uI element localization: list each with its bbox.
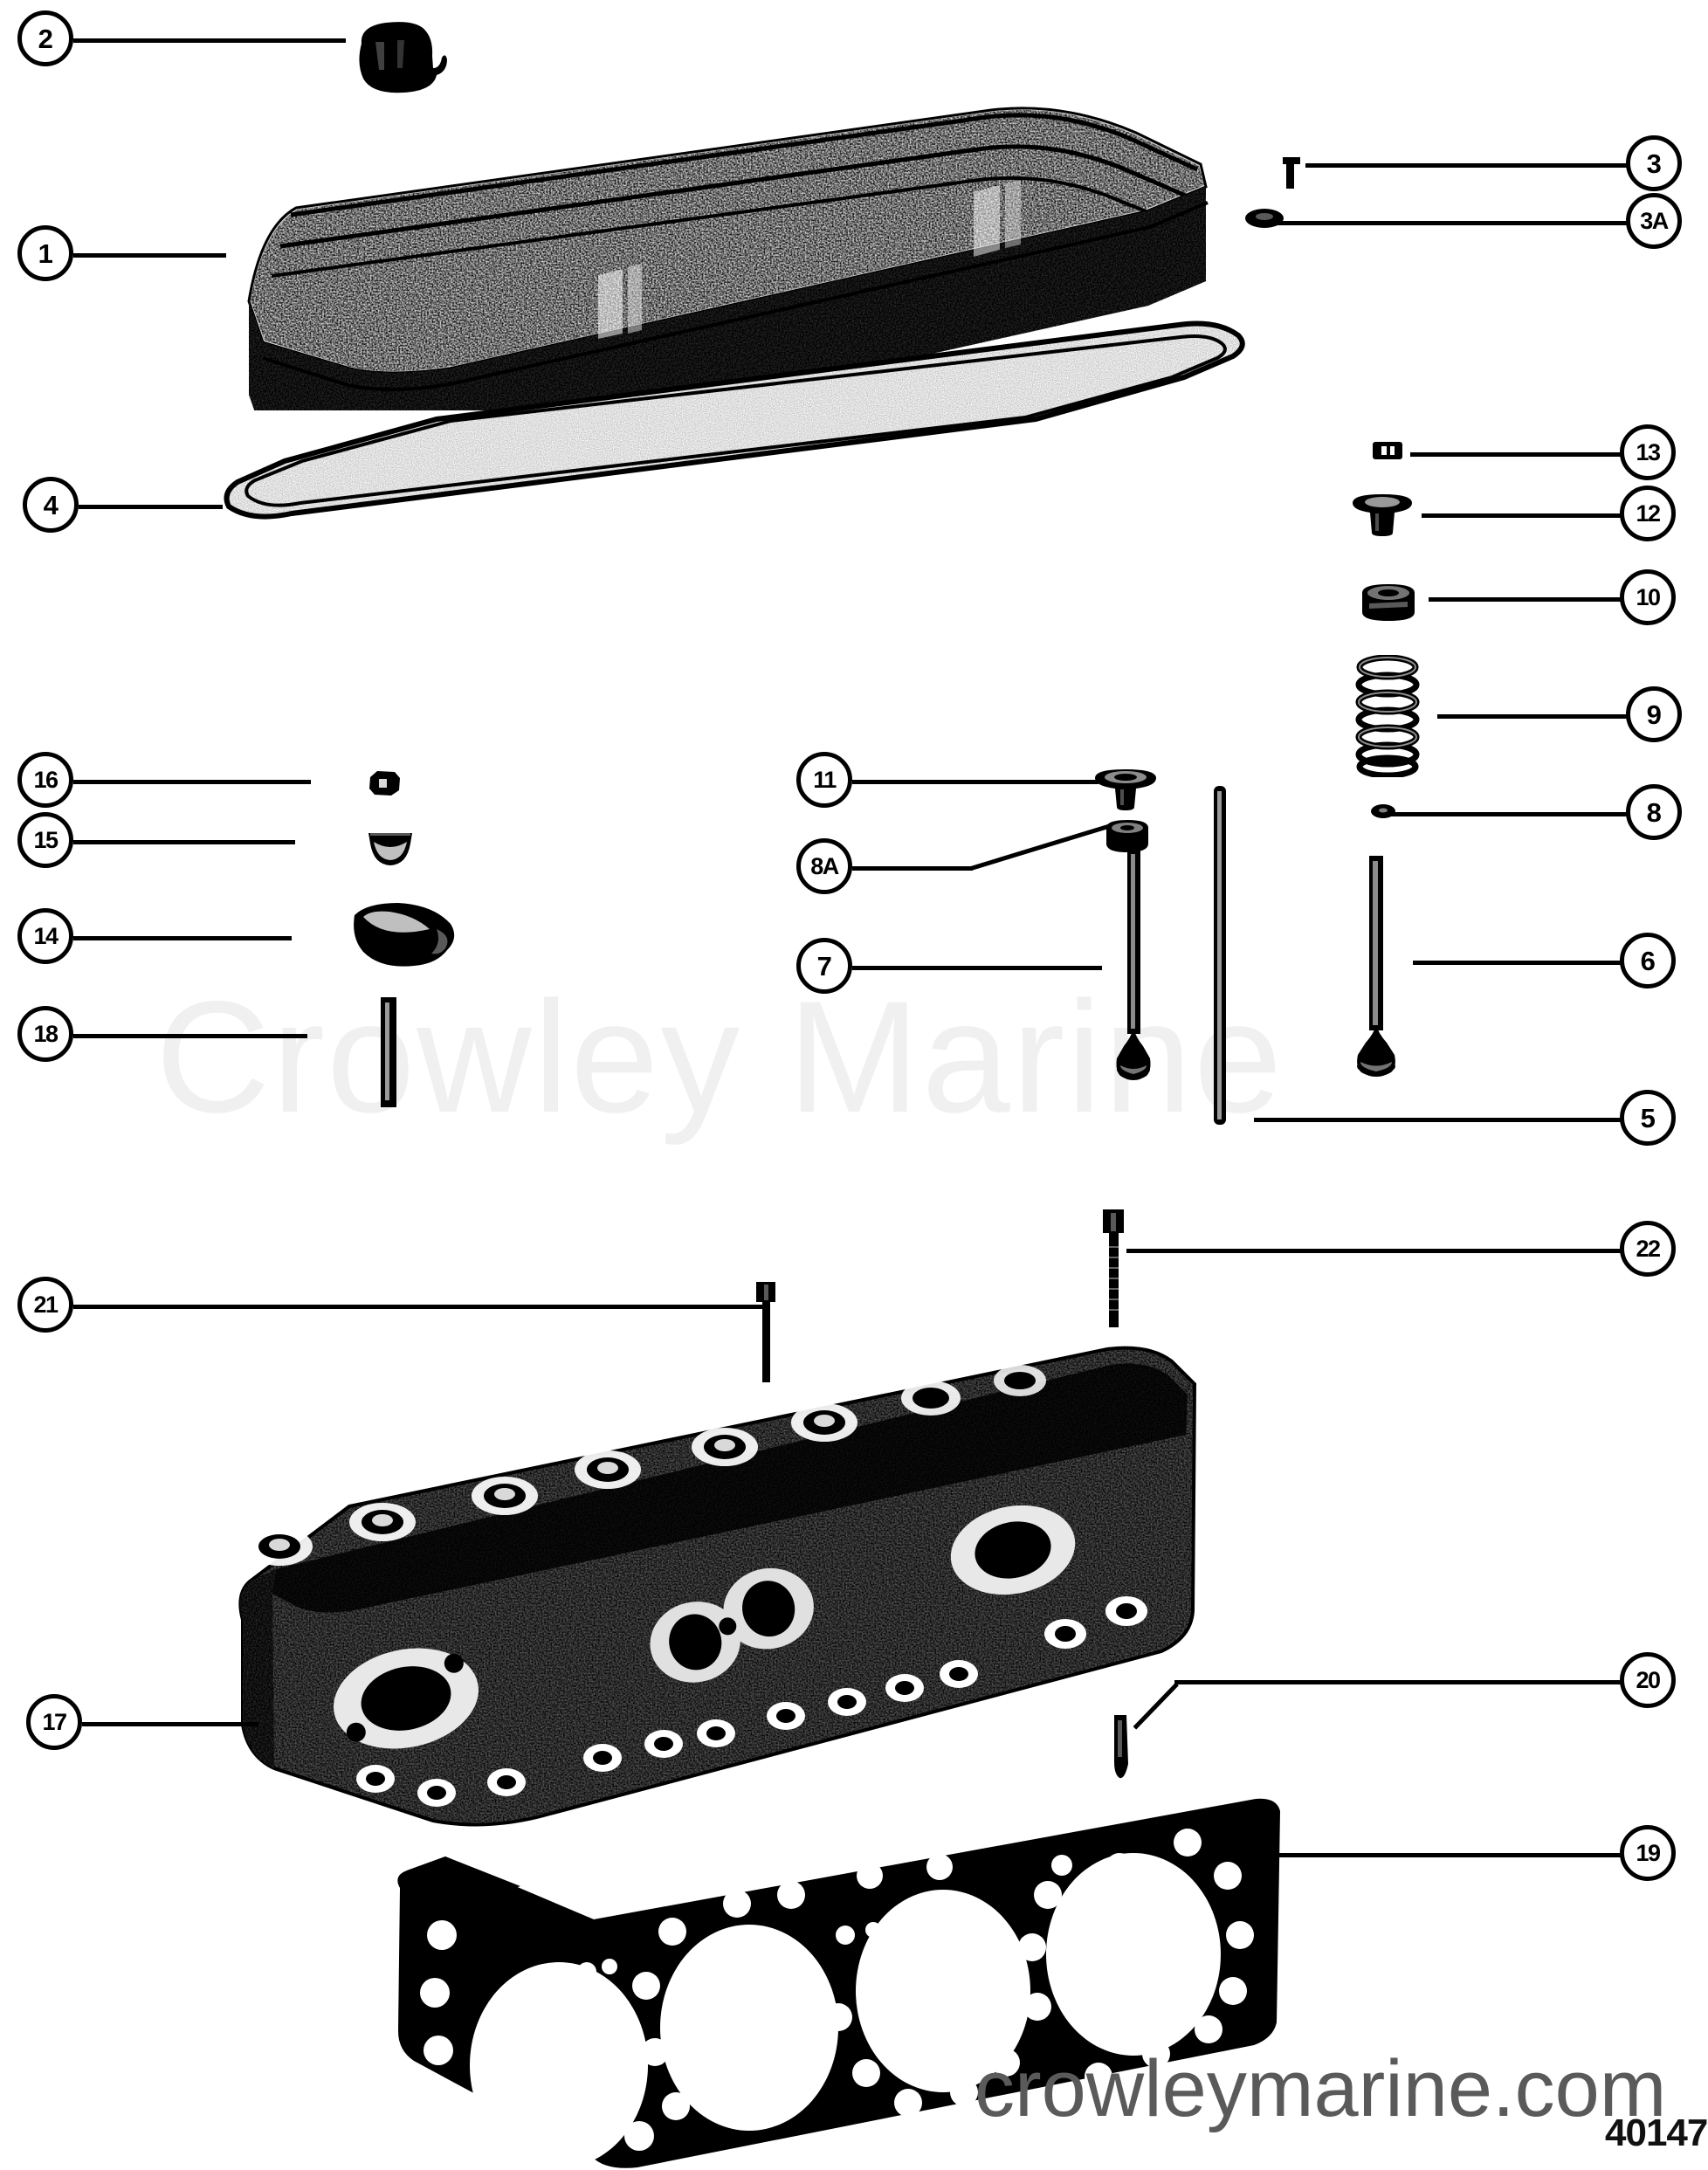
callout-4[interactable]: 4 [23, 477, 79, 533]
leader-line-9 [1437, 714, 1629, 719]
leader-line-17 [82, 1722, 258, 1726]
leader-line-11 [852, 780, 1098, 784]
callout-6[interactable]: 6 [1620, 933, 1676, 989]
part-push-rod [1210, 786, 1229, 1126]
part-oil-fill-cap [349, 17, 450, 96]
part-valve-cover-grommet [1243, 206, 1292, 232]
callout-5[interactable]: 5 [1620, 1090, 1676, 1146]
part-valve-cover [188, 96, 1218, 410]
leader-line-8 [1391, 812, 1630, 816]
part-rocker-arm-nut [367, 768, 403, 798]
leader-line-19 [1253, 1853, 1623, 1857]
callout-7[interactable]: 7 [796, 938, 852, 994]
part-intake-valve [1113, 849, 1154, 1093]
part-valve-stem-seal-cap [1359, 581, 1418, 624]
part-valve-keeper [1371, 437, 1406, 465]
part-valve-rotator-cap [1092, 767, 1159, 812]
callout-10[interactable]: 10 [1620, 569, 1676, 625]
part-cylinder-head [227, 1332, 1205, 1864]
callout-20[interactable]: 20 [1620, 1652, 1676, 1708]
leader-line-21 [73, 1305, 763, 1309]
part-cylinder-head-bolt-short [753, 1279, 779, 1384]
callout-1[interactable]: 1 [17, 225, 73, 281]
part-rocker-arm-ball [365, 826, 416, 868]
callout-16[interactable]: 16 [17, 752, 73, 808]
leader-line-10 [1429, 597, 1624, 602]
leader-line-15 [73, 840, 295, 844]
callout-14[interactable]: 14 [17, 908, 73, 964]
part-rocker-arm [349, 899, 458, 976]
callout-11[interactable]: 11 [796, 752, 852, 808]
part-valve-cover-gasket [217, 314, 1256, 541]
callout-19[interactable]: 19 [1620, 1825, 1676, 1881]
part-push-rod-guide [377, 995, 400, 1109]
leader-line-14 [73, 936, 292, 940]
watermark-url: crowleymarine.com [975, 2044, 1667, 2133]
callout-12[interactable]: 12 [1620, 486, 1676, 541]
leader-line-6 [1413, 961, 1622, 965]
callout-3[interactable]: 3 [1626, 135, 1682, 191]
part-exhaust-valve [1352, 856, 1401, 1092]
part-head-dowel-pin [1107, 1713, 1137, 1781]
part-valve-spring-retainer [1349, 493, 1415, 538]
leader-line-4 [79, 505, 223, 509]
callout-17[interactable]: 17 [26, 1694, 82, 1750]
watermark-crowley-marine: Crowley Marine [155, 968, 1284, 1146]
part-valve-stem-seal [1102, 817, 1153, 856]
part-valve-stem-o-ring [1369, 802, 1397, 821]
callout-15[interactable]: 15 [17, 812, 73, 868]
callout-22[interactable]: 22 [1620, 1221, 1676, 1277]
leader-line-18 [73, 1034, 307, 1038]
leader-line-3 [1305, 163, 1629, 168]
callout-9[interactable]: 9 [1626, 686, 1682, 742]
part-cylinder-head-bolt-long [1098, 1207, 1128, 1329]
callout-3a[interactable]: 3A [1626, 193, 1682, 249]
part-cylinder-head-gasket [384, 1773, 1284, 2170]
leader-line-1 [73, 253, 226, 258]
part-valve-cover-stud [1278, 155, 1309, 192]
callout-8[interactable]: 8 [1626, 784, 1682, 840]
part-valve-spring [1353, 655, 1422, 777]
callout-21[interactable]: 21 [17, 1277, 73, 1333]
leader-line-22 [1126, 1249, 1626, 1253]
callout-13[interactable]: 13 [1620, 424, 1676, 480]
leader-line-8a-diagonal [970, 823, 1112, 871]
callout-8a[interactable]: 8A [796, 838, 852, 894]
leader-line-13 [1410, 452, 1624, 457]
callout-18[interactable]: 18 [17, 1006, 73, 1062]
leader-line-3a [1266, 221, 1629, 225]
leader-line-20 [1174, 1680, 1624, 1684]
part-number-label: 40147 [1605, 2111, 1708, 2154]
leader-line-5 [1254, 1118, 1622, 1122]
leader-line-2 [73, 38, 346, 43]
leader-line-8a [852, 866, 973, 871]
callout-2[interactable]: 2 [17, 10, 73, 66]
leader-line-7 [852, 966, 1102, 970]
leader-line-16 [73, 780, 311, 784]
leader-line-12 [1422, 513, 1624, 518]
